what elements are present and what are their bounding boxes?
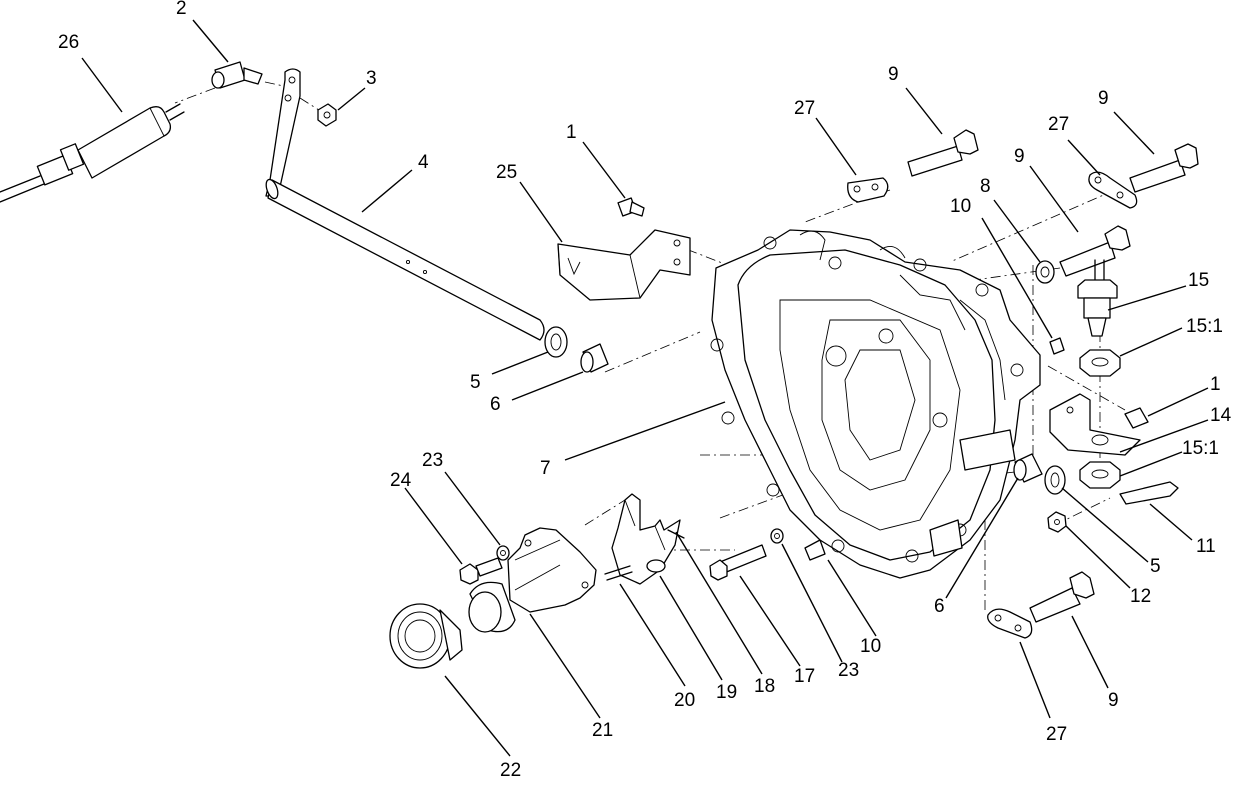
callout-27-right: 27: [1048, 114, 1069, 135]
jam-nut-lower: [1079, 461, 1121, 489]
callout-2: 2: [176, 0, 187, 19]
mounting-plate-right: [1088, 171, 1138, 209]
callout-22: 22: [500, 760, 521, 781]
rod-end: [211, 61, 263, 89]
callout-4: 4: [418, 152, 429, 173]
clutch-shaft: [265, 68, 545, 341]
callout-18: 18: [754, 676, 775, 697]
callout-6-right: 6: [934, 596, 945, 617]
switch: [1077, 259, 1118, 337]
callout-14: 14: [1210, 405, 1232, 426]
mounting-plate-bottom: [987, 608, 1033, 639]
nut: [317, 103, 337, 127]
callout-26: 26: [58, 32, 79, 53]
bolt-24: [459, 557, 503, 585]
callout-23-upper: 23: [422, 450, 443, 471]
bell-housing: [710, 229, 1041, 579]
callout-labels: 26 2 3 4 25 1 27 9 9 27 9 8 10 15 15:1 1…: [58, 0, 1232, 781]
callout-1-right: 1: [1210, 374, 1221, 395]
washer-8: [1035, 260, 1055, 284]
nut-12: [1047, 511, 1067, 533]
callout-21: 21: [592, 720, 613, 741]
release-fork: [604, 493, 685, 585]
callout-23-lower: 23: [838, 660, 859, 681]
callout-7: 7: [540, 458, 551, 479]
callout-9-top-right: 9: [1098, 88, 1109, 109]
cable-assembly: [0, 103, 185, 203]
washer-23-lower: [770, 528, 784, 544]
callout-27-top: 27: [794, 98, 815, 119]
callout-19: 19: [716, 682, 737, 703]
callout-15-1-lower: 15:1: [1182, 438, 1219, 459]
callout-17: 17: [794, 666, 815, 687]
callout-20: 20: [674, 690, 695, 711]
callout-10-upper: 10: [950, 196, 971, 217]
callout-8: 8: [980, 176, 991, 197]
callout-6-left: 6: [490, 394, 501, 415]
mounting-plate-top: [847, 177, 889, 203]
callout-3: 3: [366, 68, 377, 89]
washer-23-upper: [496, 545, 510, 561]
callout-1-top: 1: [566, 122, 577, 143]
callout-12: 12: [1130, 586, 1151, 607]
bolt-large-right-upper: [1129, 143, 1199, 193]
callout-27-bottom: 27: [1046, 724, 1067, 745]
bushings-right: [1013, 453, 1066, 495]
callout-5-left: 5: [470, 372, 481, 393]
bolt-large-right-lower: [1059, 225, 1131, 277]
jam-nut-upper: [1079, 349, 1121, 377]
callout-15: 15: [1188, 270, 1209, 291]
bushings-left: [544, 326, 609, 373]
callout-15-1-upper: 15:1: [1186, 316, 1223, 337]
callout-5-right: 5: [1150, 556, 1161, 577]
leader-lines: [81, 19, 1209, 757]
bolt-right: [1124, 407, 1149, 429]
connector: [1119, 481, 1179, 505]
callout-24: 24: [390, 470, 412, 491]
bolt-17: [709, 544, 767, 581]
callout-9-bottom: 9: [1108, 690, 1119, 711]
bolt-large-bottom: [1029, 571, 1095, 623]
bearing-carrier: [468, 527, 597, 633]
callout-10-lower: 10: [860, 636, 881, 657]
callout-9-mid-right: 9: [1014, 146, 1025, 167]
bolt-top: [617, 197, 645, 217]
callout-25: 25: [496, 162, 517, 183]
dowel-pin-upper: [1049, 337, 1065, 355]
bolt-large-top: [907, 129, 979, 177]
bracket: [557, 229, 691, 301]
switch-bracket: [1049, 393, 1141, 456]
callout-11: 11: [1196, 536, 1216, 557]
callout-9-top: 9: [888, 64, 899, 85]
release-bearing: [389, 603, 463, 669]
dowel-pin-lower: [804, 539, 826, 561]
